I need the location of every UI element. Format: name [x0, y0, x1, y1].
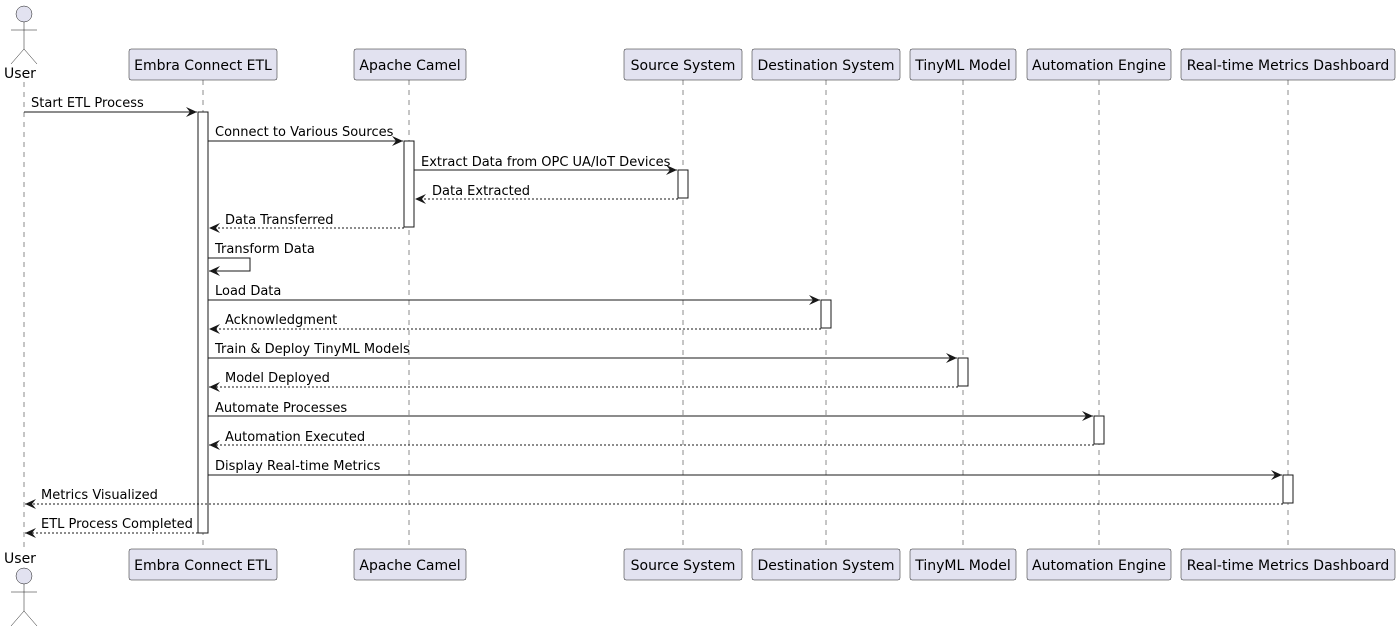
message-label-connect: Connect to Various Sources	[215, 125, 394, 140]
message-label-model-deployed: Model Deployed	[225, 371, 330, 386]
participant-dash-label: Real-time Metrics Dashboard	[1187, 58, 1390, 74]
activation-dash	[1282, 474, 1294, 504]
participant-auto-label-bottom: Automation Engine	[1032, 558, 1166, 574]
activation-auto	[1093, 415, 1105, 445]
participant-box-tinyml	[909, 48, 1017, 81]
messages: Start ETL Process Connect to Various Sou…	[24, 96, 1283, 538]
message-label-data-transferred: Data Transferred	[225, 213, 334, 228]
activation-etl	[197, 111, 209, 534]
activation-dest	[820, 299, 832, 329]
actor-head	[15, 567, 33, 585]
participant-box-camel	[353, 48, 467, 81]
message-label-transform: Transform Data	[214, 242, 315, 257]
participant-dest-label-bottom: Destination System	[758, 558, 895, 574]
message-label-display-metrics: Display Real-time Metrics	[215, 459, 381, 474]
participant-box-source-bottom	[623, 548, 743, 581]
participant-box-dest-bottom	[751, 548, 901, 581]
participant-box-tinyml-bottom	[909, 548, 1017, 581]
participant-dash-label-bottom: Real-time Metrics Dashboard	[1187, 558, 1390, 574]
actor-user-label: User	[4, 66, 36, 82]
message-arrow-transform	[208, 257, 251, 276]
participants-top: User Embra Connect ETL Apache Camel Sour…	[4, 5, 1396, 82]
actor-user-bottom: User	[4, 551, 38, 627]
participant-box-camel-bottom	[353, 548, 467, 581]
message-label-automate: Automate Processes	[215, 401, 347, 416]
participant-source-label: Source System	[631, 58, 736, 74]
participant-dest-label: Destination System	[758, 58, 895, 74]
participant-box-source	[623, 48, 743, 81]
participant-etl-label-bottom: Embra Connect ETL	[134, 558, 272, 574]
participant-box-auto	[1026, 48, 1172, 81]
participant-box-auto-bottom	[1026, 548, 1172, 581]
message-label-train: Train & Deploy TinyML Models	[214, 342, 410, 357]
participant-box-dash-bottom	[1180, 548, 1396, 581]
participant-box-etl-bottom	[128, 548, 278, 581]
participant-box-etl	[128, 48, 278, 81]
participant-camel-label: Apache Camel	[359, 58, 460, 74]
actor-user-top: User	[4, 5, 38, 82]
lifelines	[23, 80, 1289, 550]
activation-camel	[403, 140, 415, 228]
participant-source-label-bottom: Source System	[631, 558, 736, 574]
participant-auto-label: Automation Engine	[1032, 58, 1166, 74]
message-label-automation-executed: Automation Executed	[225, 430, 365, 445]
participant-box-dash	[1180, 48, 1396, 81]
participant-tinyml-label-bottom: TinyML Model	[914, 558, 1011, 574]
message-label-ack: Acknowledgment	[225, 313, 337, 328]
participants-bottom: User Embra Connect ETL Apache Camel Sour…	[4, 548, 1396, 627]
actor-head	[15, 5, 33, 23]
participant-box-dest	[751, 48, 901, 81]
activation-source	[677, 169, 689, 199]
activation-bars	[197, 111, 1294, 534]
activation-tinyml	[957, 357, 969, 387]
participant-etl-label: Embra Connect ETL	[134, 58, 272, 74]
participant-camel-label-bottom: Apache Camel	[359, 558, 460, 574]
actor-user-label-bottom: User	[4, 551, 36, 567]
participant-tinyml-label: TinyML Model	[914, 58, 1011, 74]
message-label-etl-completed: ETL Process Completed	[41, 517, 193, 532]
message-label-start-etl: Start ETL Process	[31, 96, 144, 111]
message-label-data-extracted: Data Extracted	[432, 184, 530, 199]
message-label-load: Load Data	[215, 284, 281, 299]
message-label-metrics-visualized: Metrics Visualized	[41, 488, 158, 503]
message-label-extract: Extract Data from OPC UA/IoT Devices	[421, 155, 671, 170]
